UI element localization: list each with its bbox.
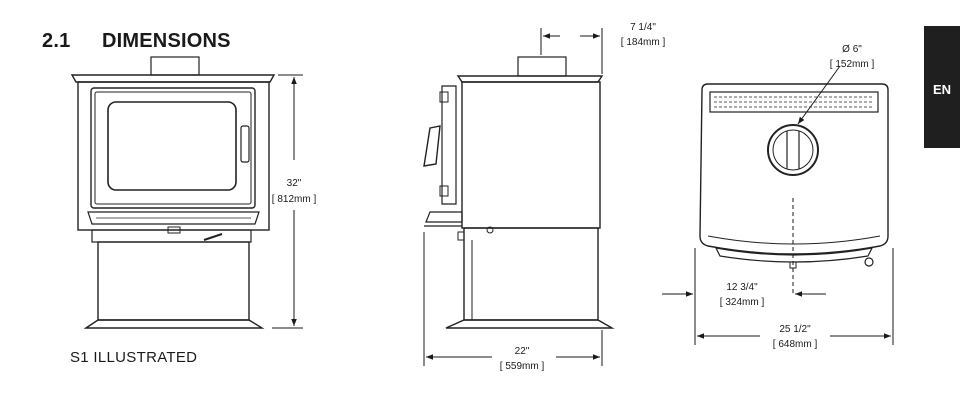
flue-diameter-imperial-label: Ø 6" [842, 44, 862, 55]
section-heading: 2.1 DIMENSIONS [42, 30, 231, 53]
front-door-glass [107, 101, 237, 191]
flue-diameter-leader [797, 65, 841, 125]
top-flue-outlet [767, 124, 819, 176]
section-number: 2.1 [42, 30, 71, 52]
width-metric-label: [ 648mm ] [773, 339, 818, 350]
height-metric-label: [ 812mm ] [272, 194, 317, 205]
top-ash-lip [714, 247, 874, 263]
illustration-caption: S1 ILLUSTRATED [70, 349, 198, 366]
side-view-stove [423, 56, 615, 329]
side-base-plate [445, 319, 615, 329]
flue-to-rear-dimension [662, 198, 826, 345]
front-door-frame [90, 87, 256, 209]
front-view-stove [70, 56, 276, 329]
height-dimension [272, 74, 303, 329]
side-body [461, 81, 601, 229]
language-tab: EN [924, 26, 960, 148]
front-pedestal [97, 241, 250, 321]
front-door-inner-frame [94, 91, 252, 205]
flue-to-rear-metric-label: [ 324mm ] [720, 297, 765, 308]
front-air-control [167, 226, 181, 234]
side-door-handle [423, 125, 441, 167]
height-imperial-label: 32" [287, 178, 302, 189]
flue-offset-metric-label: [ 184mm ] [621, 37, 666, 48]
flue-diameter-metric-label: [ 152mm ] [830, 59, 875, 70]
side-ash-lip [425, 211, 463, 223]
language-tab-label: EN [932, 82, 952, 97]
depth-metric-label: [ 559mm ] [500, 361, 545, 372]
side-pedestal [463, 227, 599, 321]
front-lower-band [91, 229, 252, 243]
side-upper-hinge [439, 91, 449, 103]
width-imperial-label: 25 1/2" [779, 324, 811, 335]
front-top-plate [70, 74, 276, 83]
section-title: DIMENSIONS [102, 30, 231, 52]
top-flue-inner [772, 129, 814, 171]
top-knob [864, 257, 874, 267]
top-view-stove [699, 83, 889, 269]
depth-imperial-label: 22" [515, 346, 530, 357]
front-lever [203, 233, 223, 241]
flue-offset-imperial-label: 7 1/4" [630, 22, 656, 33]
top-outline [699, 83, 889, 255]
side-top-plate [456, 75, 604, 83]
flue-offset-dimension [540, 28, 603, 74]
depth-dimension [423, 232, 603, 366]
front-ash-lip [87, 211, 260, 225]
width-dimension [697, 248, 894, 345]
front-door-handle [240, 125, 250, 163]
side-door-profile [441, 85, 457, 205]
top-rear-vents [709, 91, 879, 113]
front-flue-collar [150, 56, 200, 76]
side-lower-hinge [439, 185, 449, 197]
side-flue-collar [517, 56, 567, 77]
flue-to-rear-imperial-label: 12 3/4" [726, 282, 758, 293]
side-lever [457, 231, 465, 241]
front-base-plate [83, 319, 265, 329]
top-front-lip [707, 235, 881, 245]
